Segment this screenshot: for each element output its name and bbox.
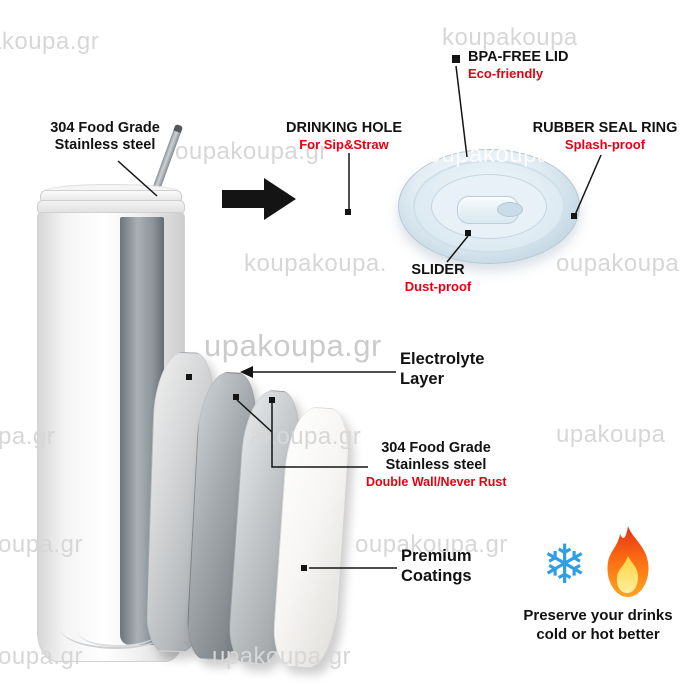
callout-subtitle: Eco-friendly [468, 66, 544, 81]
watermark-text: koupakoupa [442, 24, 578, 51]
watermark-text: oupakoupa.gr [175, 138, 328, 165]
watermark-text: oupakoupa [556, 250, 680, 277]
callout-subtitle: Double Wall/Never Rust [366, 475, 507, 489]
callout-bpa-free-lid: BPA-FREE LID Eco-friendly [468, 49, 568, 82]
preserve-text: Preserve your drinks cold or hot better [510, 606, 686, 644]
callout-title: RUBBER SEAL RING [532, 120, 678, 136]
watermark-text: oupakoupa.gr [355, 531, 508, 558]
preserve-line: cold or hot better [536, 626, 660, 643]
arrow-right-icon [222, 178, 296, 220]
lid-image [398, 149, 580, 264]
callout-material-mid: 304 Food Grade Stainless steel Double Wa… [366, 440, 507, 490]
inner-cup-arc [60, 607, 172, 649]
callout-drinking-hole: DRINKING HOLE For Sip&Straw [280, 120, 408, 153]
callout-title: Stainless steel [385, 457, 487, 473]
watermark-text: oupa.gr [0, 531, 83, 558]
watermark-text: upakoupa [556, 421, 666, 448]
callout-material-top: 304 Food Grade Stainless steel [42, 120, 168, 154]
callout-subtitle: Splash-proof [564, 137, 646, 152]
watermark-text: oupa.gr [0, 643, 83, 670]
lid-drinking-hole [497, 202, 523, 217]
watermark-text: akoupa.gr [250, 423, 362, 450]
callout-rubber-seal-ring: RUBBER SEAL RING Splash-proof [530, 120, 680, 153]
watermark-text: upakoupa.gr [212, 643, 351, 670]
watermark-text: pa.gr [0, 423, 56, 450]
flame-icon [607, 526, 649, 597]
callout-title: 304 Food Grade [50, 120, 160, 136]
callout-title: Electrolyte [400, 350, 485, 368]
watermark-text: koupakoupa. [244, 250, 387, 277]
callout-title: DRINKING HOLE [286, 120, 402, 136]
bullet-square [452, 55, 460, 63]
callout-title: Premium [401, 547, 472, 565]
watermark-text: koupakoupa [415, 141, 551, 168]
callout-subtitle: For Sip&Straw [299, 137, 389, 152]
callout-title: 304 Food Grade [381, 440, 491, 456]
callout-title: SLIDER [411, 262, 465, 278]
snowflake-icon: ❄ [542, 535, 588, 595]
watermark-text: akoupa.gr [0, 28, 100, 55]
callout-subtitle: Dust-proof [404, 279, 472, 294]
callout-title: BPA-FREE LID [468, 49, 569, 65]
callout-title: Stainless steel [54, 137, 156, 153]
callout-electrolyte-layer: Electrolyte Layer [400, 349, 484, 389]
callout-title: Layer [400, 370, 445, 388]
callout-slider: SLIDER Dust-proof [396, 262, 480, 295]
callout-title: Coatings [401, 567, 472, 585]
watermark-text: upakoupa.gr [204, 328, 382, 363]
preserve-line: Preserve your drinks [523, 607, 673, 624]
inner-cup-arc [78, 617, 158, 647]
callout-premium-coatings: Premium Coatings [401, 546, 472, 586]
